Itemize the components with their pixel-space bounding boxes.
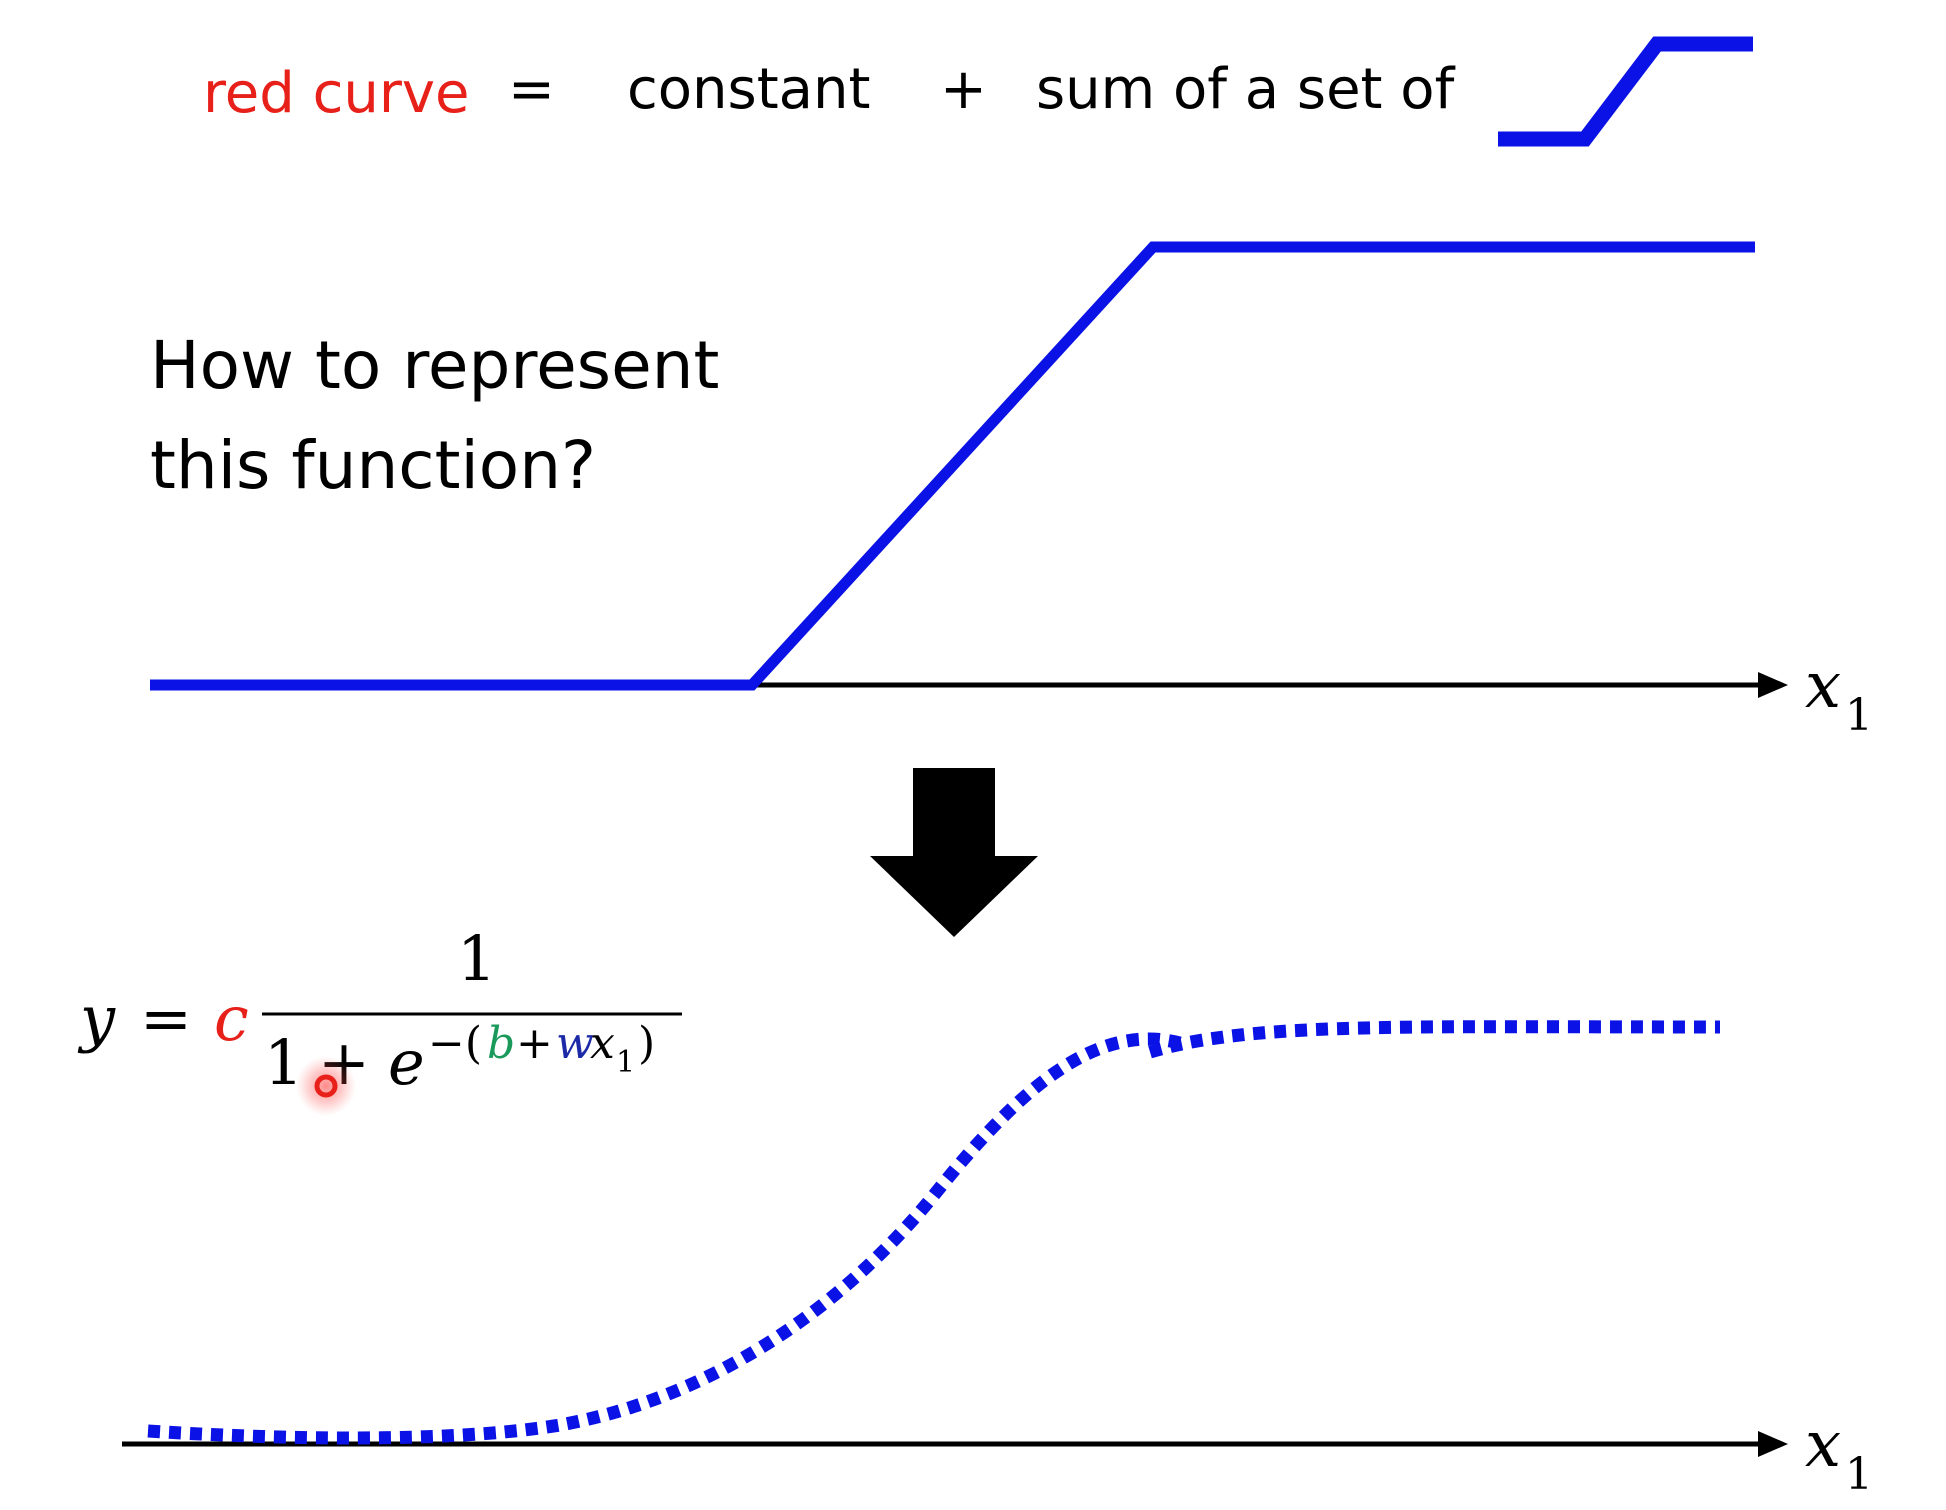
header-constant: constant	[627, 57, 870, 122]
formula-c: c	[214, 982, 249, 1055]
formula-b: b	[487, 1018, 515, 1069]
bottom-x-axis-label: x	[1805, 1408, 1841, 1482]
question-line-2: this function?	[150, 427, 596, 504]
formula-equals: =	[140, 982, 192, 1055]
formula-y: y	[77, 982, 116, 1055]
header-equals: =	[508, 57, 555, 122]
formula-exp-minus: −(	[428, 1018, 482, 1069]
bottom-x-axis-subscript: 1	[1845, 1449, 1873, 1500]
formula-exp-plus: +	[516, 1018, 553, 1069]
sigmoid-formula: y = c 1 1 + e −( b + w x 1 )	[77, 922, 682, 1099]
formula-w: w	[556, 1018, 594, 1069]
bottom-x-axis-arrowhead	[1758, 1431, 1788, 1457]
header-red-curve: red curve	[203, 61, 470, 126]
formula-e: e	[388, 1026, 425, 1099]
header: red curve = constant + sum of a set of	[203, 36, 1753, 147]
top-x-axis-label: x	[1805, 649, 1841, 723]
bottom-diagram: x 1	[122, 1020, 1873, 1500]
hard-sigmoid-curve	[150, 241, 1755, 691]
top-diagram: x 1 How to represent this function?	[150, 241, 1873, 741]
sigmoid-curve	[147, 1020, 1721, 1445]
red-pointer-dot	[296, 1056, 356, 1116]
top-x-axis-arrowhead	[1758, 672, 1788, 698]
question-line-1: How to represent	[150, 327, 719, 404]
header-sum-of: sum of a set of	[1036, 57, 1456, 122]
hard-sigmoid-mini-icon	[1498, 36, 1753, 147]
formula-x: x	[590, 1018, 615, 1069]
formula-numerator: 1	[457, 922, 496, 995]
down-arrow-icon	[870, 768, 1038, 937]
formula-x-subscript: 1	[616, 1045, 635, 1080]
header-plus: +	[940, 57, 987, 122]
top-x-axis-subscript: 1	[1845, 690, 1873, 741]
formula-close-paren: )	[638, 1018, 655, 1069]
